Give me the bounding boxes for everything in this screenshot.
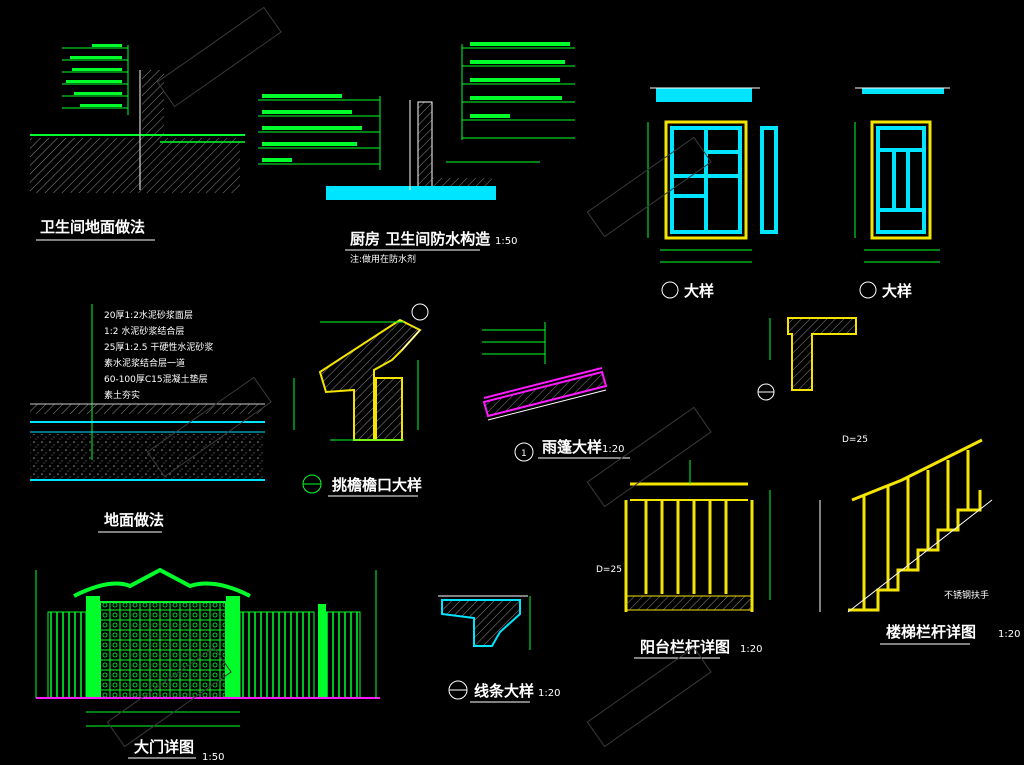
watermark-logos xyxy=(106,6,712,748)
svg-text:1:2 水泥砂浆结合层: 1:2 水泥砂浆结合层 xyxy=(104,325,184,337)
gate-detail: 大门详图 1:50 xyxy=(35,567,380,763)
line-detail: 线条大样 1:20 xyxy=(438,595,560,703)
title-eave: 挑檐檐口大样 xyxy=(332,476,422,494)
scale-line-detail: 1:20 xyxy=(538,688,560,699)
floor-detail: 20厚1:2水泥砂浆面层 1:2 水泥砂浆结合层 25厚1:2.5 干硬性水泥砂… xyxy=(30,304,265,533)
svg-text:25厚1:2.5 干硬性水泥砂浆: 25厚1:2.5 干硬性水泥砂浆 xyxy=(104,341,213,353)
stair-railing-detail: D=25 不锈钢扶手 楼梯栏杆详图 1:20 xyxy=(819,435,1020,645)
floor-layer-notes: 20厚1:2水泥砂浆面层 1:2 水泥砂浆结合层 25厚1:2.5 干硬性水泥砂… xyxy=(104,309,213,401)
window-detail-2: 大样 xyxy=(854,87,950,300)
title-canopy: 雨篷大样 xyxy=(542,438,602,456)
svg-text:素水泥浆结合层一道: 素水泥浆结合层一道 xyxy=(104,357,185,369)
waterproof-detail: 厨房 卫生间防水构造 1:50 注:做用在防水剂 xyxy=(258,42,575,265)
scale-balcony-rail: 1:20 xyxy=(740,644,762,655)
title-waterproof: 厨房 卫生间防水构造 xyxy=(350,230,490,248)
svg-text:20厚1:2水泥砂浆面层: 20厚1:2水泥砂浆面层 xyxy=(104,309,193,321)
section-mark-canopy: 1 xyxy=(521,449,527,459)
title-floor: 地面做法 xyxy=(104,511,164,529)
window-detail-1: 大样 xyxy=(647,87,778,300)
canopy-detail: 1 雨篷大样 1:20 xyxy=(482,322,630,462)
scale-canopy: 1:20 xyxy=(602,444,624,455)
eave-detail: 挑檐檐口大样 xyxy=(293,303,429,497)
bathroom-floor-detail: 卫生间地面做法 xyxy=(30,44,245,241)
scale-waterproof: 1:50 xyxy=(495,236,517,247)
rail-D-label: D=25 xyxy=(596,565,622,575)
stair-handrail-note: 不锈钢扶手 xyxy=(944,589,989,601)
title-balcony-rail: 阳台栏杆详图 xyxy=(640,638,730,656)
svg-text:60-100厚C15混凝土垫层: 60-100厚C15混凝土垫层 xyxy=(104,373,208,385)
title-stair-rail: 楼梯栏杆详图 xyxy=(886,623,976,641)
title-window-2: 大样 xyxy=(882,282,912,300)
svg-text:素土夯实: 素土夯实 xyxy=(104,389,140,401)
stair-D-label: D=25 xyxy=(842,435,868,445)
scale-stair-rail: 1:20 xyxy=(998,629,1020,640)
section-detail-small xyxy=(757,317,857,401)
scale-gate: 1:50 xyxy=(202,752,224,763)
title-window-1: 大样 xyxy=(684,282,714,300)
title-gate: 大门详图 xyxy=(134,738,194,756)
title-bathroom-floor: 卫生间地面做法 xyxy=(40,218,145,236)
balcony-railing-detail: D=25 阳台栏杆详图 1:20 xyxy=(596,460,771,659)
note-waterproof: 注:做用在防水剂 xyxy=(350,253,416,265)
title-line-detail: 线条大样 xyxy=(474,682,534,700)
